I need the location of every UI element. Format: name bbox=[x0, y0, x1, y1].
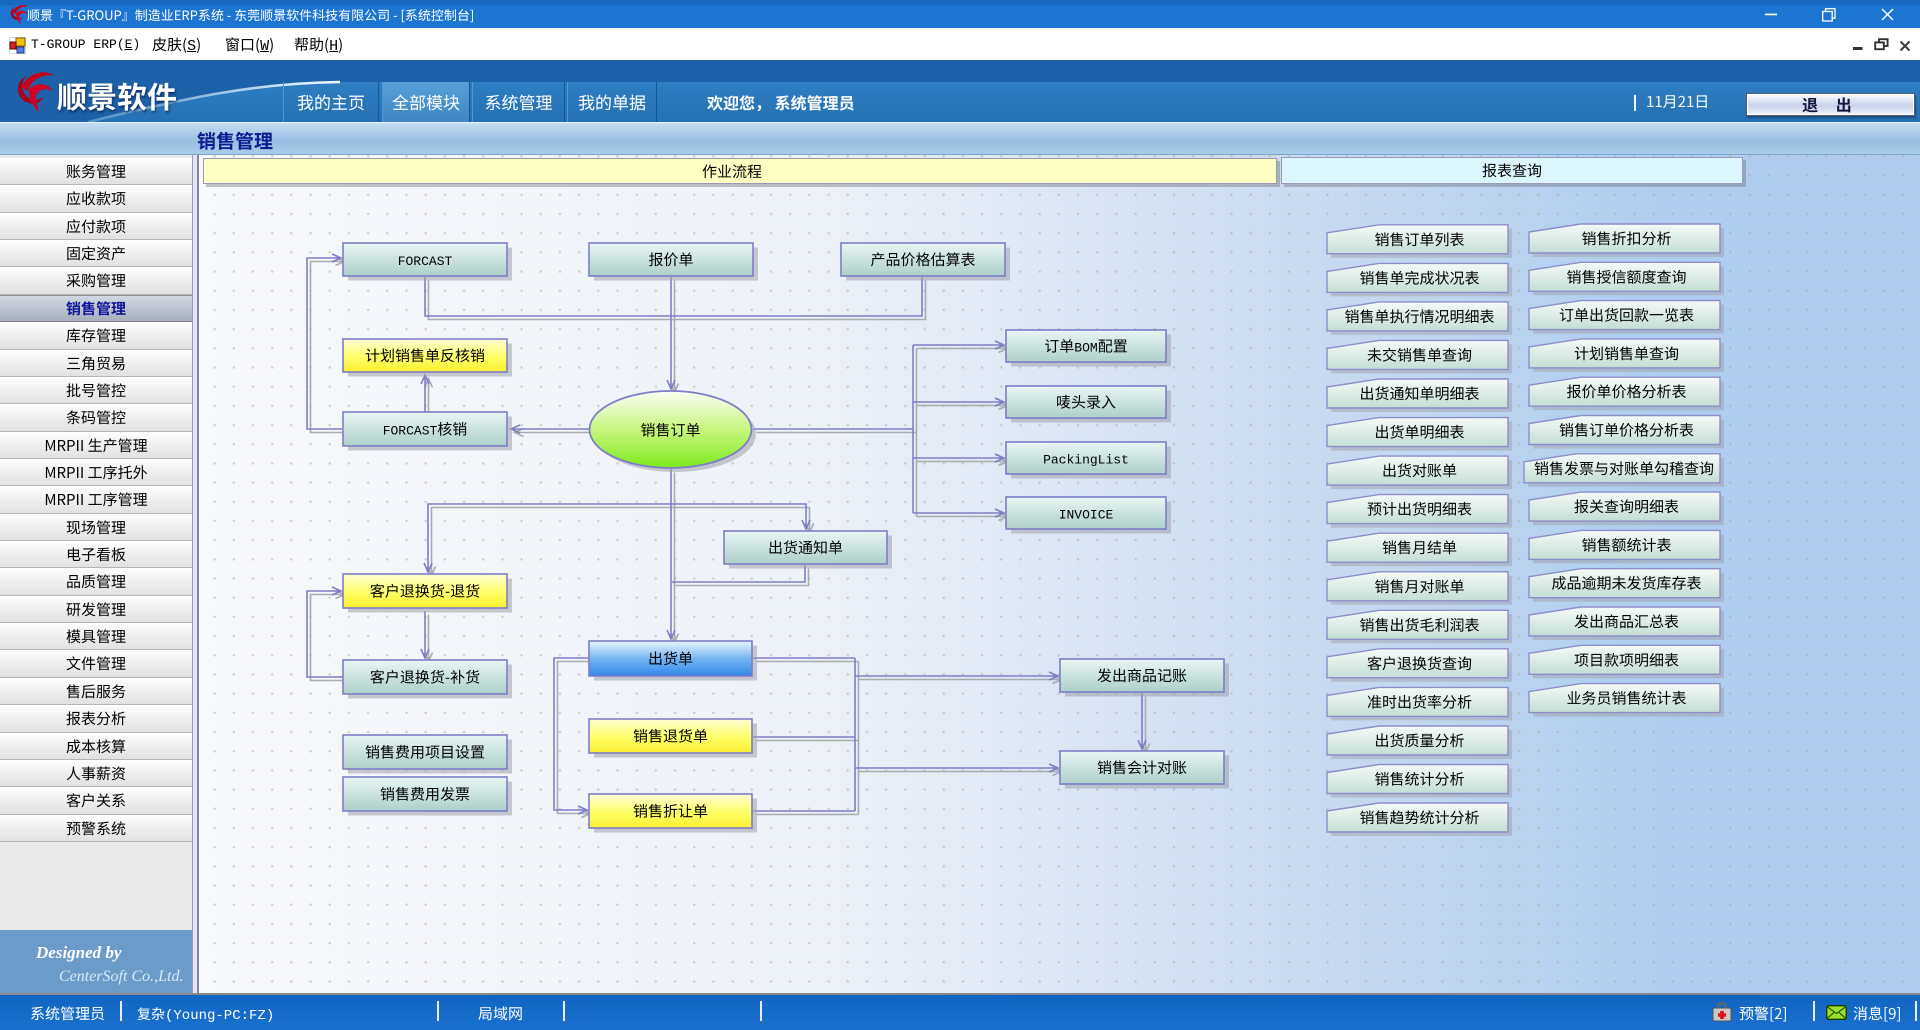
svg-text:销售出货毛利润表: 销售出货毛利润表 bbox=[1359, 614, 1479, 635]
svg-text:预计出货明细表: 预计出货明细表 bbox=[1367, 499, 1472, 520]
svg-text:报价单价格分析表: 报价单价格分析表 bbox=[1566, 381, 1686, 402]
svg-text:计划销售单反核销: 计划销售单反核销 bbox=[365, 345, 485, 366]
svg-text:客户退换货-补货: 客户退换货-补货 bbox=[370, 667, 480, 688]
svg-text:销售授信额度查询: 销售授信额度查询 bbox=[1566, 266, 1686, 287]
svg-text:订单BOM配置: 订单BOM配置 bbox=[1044, 336, 1127, 357]
svg-text:销售月结单: 销售月结单 bbox=[1382, 537, 1457, 558]
svg-text:PackingList: PackingList bbox=[1043, 453, 1129, 468]
svg-text:发出商品汇总表: 发出商品汇总表 bbox=[1574, 611, 1679, 632]
svg-text:报价单: 报价单 bbox=[648, 249, 693, 270]
svg-text:项目款项明细表: 项目款项明细表 bbox=[1574, 649, 1679, 670]
svg-text:销售订单价格分析表: 销售订单价格分析表 bbox=[1559, 420, 1694, 441]
svg-text:出货单明细表: 出货单明细表 bbox=[1374, 422, 1464, 443]
svg-text:出货对账单: 出货对账单 bbox=[1382, 460, 1457, 481]
svg-text:计划销售单查询: 计划销售单查询 bbox=[1574, 343, 1679, 364]
svg-text:销售退货单: 销售退货单 bbox=[633, 726, 708, 747]
svg-text:出货通知单: 出货通知单 bbox=[768, 537, 843, 558]
svg-text:业务员销售统计表: 业务员销售统计表 bbox=[1566, 688, 1686, 709]
svg-text:订单出货回款一览表: 订单出货回款一览表 bbox=[1559, 305, 1694, 326]
svg-text:销售统计分析: 销售统计分析 bbox=[1374, 769, 1464, 790]
svg-text:销售趋势统计分析: 销售趋势统计分析 bbox=[1359, 807, 1479, 828]
svg-text:销售单完成状况表: 销售单完成状况表 bbox=[1359, 267, 1479, 288]
svg-text:FORCAST: FORCAST bbox=[398, 254, 453, 269]
svg-text:产品价格估算表: 产品价格估算表 bbox=[870, 249, 975, 270]
svg-text:发出商品记账: 发出商品记账 bbox=[1097, 665, 1187, 686]
svg-text:销售费用项目设置: 销售费用项目设置 bbox=[365, 742, 485, 763]
svg-text:销售折扣分析: 销售折扣分析 bbox=[1581, 228, 1671, 249]
svg-text:未交销售单查询: 未交销售单查询 bbox=[1367, 344, 1472, 365]
svg-text:FORCAST核销: FORCAST核销 bbox=[383, 419, 468, 440]
svg-text:销售单执行情况明细表: 销售单执行情况明细表 bbox=[1344, 306, 1494, 327]
svg-text:报关查询明细表: 报关查询明细表 bbox=[1574, 496, 1679, 517]
svg-text:销售会计对账: 销售会计对账 bbox=[1097, 757, 1187, 778]
svg-text:销售发票与对账单勾稽查询: 销售发票与对账单勾稽查询 bbox=[1534, 458, 1714, 479]
svg-text:销售折让单: 销售折让单 bbox=[633, 801, 708, 822]
svg-text:出货质量分析: 出货质量分析 bbox=[1374, 730, 1464, 751]
svg-text:销售订单: 销售订单 bbox=[640, 420, 700, 441]
svg-text:销售订单列表: 销售订单列表 bbox=[1374, 229, 1464, 250]
svg-text:INVOICE: INVOICE bbox=[1059, 508, 1114, 523]
svg-text:销售费用发票: 销售费用发票 bbox=[380, 784, 470, 805]
svg-text:唛头录入: 唛头录入 bbox=[1056, 392, 1116, 413]
svg-text:客户退换货查询: 客户退换货查询 bbox=[1367, 653, 1472, 674]
svg-text:出货通知单明细表: 出货通知单明细表 bbox=[1359, 383, 1479, 404]
svg-text:出货单: 出货单 bbox=[648, 648, 693, 669]
svg-text:销售月对账单: 销售月对账单 bbox=[1374, 576, 1464, 597]
svg-text:准时出货率分析: 准时出货率分析 bbox=[1367, 691, 1472, 712]
svg-text:客户退换货-退货: 客户退换货-退货 bbox=[370, 581, 480, 602]
svg-text:成品逾期未发货库存表: 成品逾期未发货库存表 bbox=[1551, 573, 1701, 594]
svg-text:销售额统计表: 销售额统计表 bbox=[1581, 534, 1671, 555]
